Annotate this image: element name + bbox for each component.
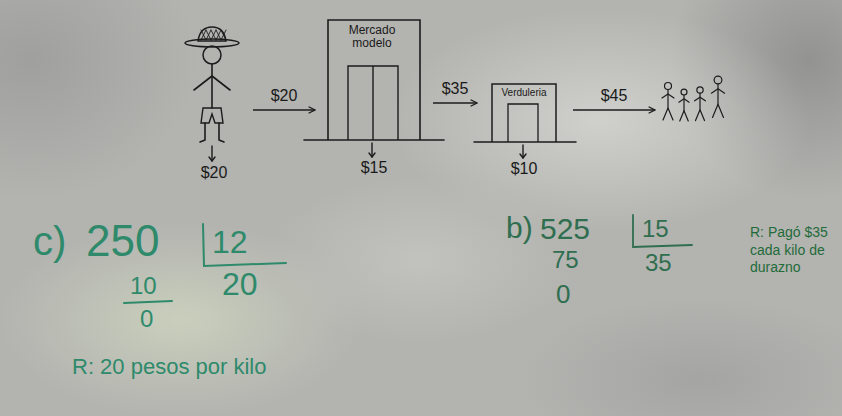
stroke-line: [683, 95, 684, 111]
stroke-line: [696, 110, 705, 121]
money-amount: $10: [498, 160, 550, 178]
stroke-line: [522, 145, 523, 158]
stroke-line: [680, 111, 689, 121]
remainder: 0: [140, 306, 153, 331]
stroke-line: [474, 141, 576, 143]
stroke-line: [201, 30, 206, 40]
building-outline: [328, 20, 420, 140]
stroke-line: [221, 30, 226, 40]
money-arrow: [433, 102, 477, 104]
item-letter: b): [506, 212, 533, 244]
stroke-line: [206, 30, 211, 40]
quotient: 20: [222, 268, 258, 302]
edge-amount: $45: [601, 88, 628, 104]
stick-figure: $20: [178, 22, 250, 197]
division-bracket: [633, 215, 692, 247]
stroke-line: [201, 30, 206, 40]
head: [697, 87, 703, 93]
stroke-line: [679, 99, 689, 102]
hat-crown: [198, 27, 226, 41]
building-name: Mercado modelo: [332, 24, 412, 50]
market-building: Mercado modelo $15: [318, 18, 430, 180]
stroke-line: [717, 84, 718, 104]
stroke-line: [699, 93, 700, 110]
subtraction-line: [124, 301, 172, 303]
building-outline: [492, 84, 556, 142]
stroke-line: [200, 123, 205, 142]
divisor: 15: [642, 216, 669, 241]
head: [681, 89, 687, 95]
money-arrow: [573, 109, 655, 111]
stroke-line: [695, 97, 706, 101]
stroke-line: [211, 146, 212, 161]
stroke-line: [194, 76, 230, 90]
remainder-step: 10: [130, 273, 157, 298]
stroke-line: [209, 157, 215, 161]
answer-note: R: Pagó $35 cada kilo de durazno: [750, 224, 836, 277]
shorts: [201, 108, 223, 123]
head: [665, 83, 672, 90]
node-outline: [658, 70, 738, 140]
stroke-line: [216, 30, 221, 40]
stroke-line: [304, 139, 444, 141]
stroke-line: [371, 143, 372, 157]
stroke-line: [667, 90, 668, 109]
stroke-line: [211, 30, 216, 40]
stroke-line: [711, 89, 724, 93]
stroke-line: [663, 108, 673, 120]
door: [348, 66, 398, 140]
remainder-step: 75: [552, 247, 579, 272]
money-amount: $20: [186, 164, 242, 182]
stroke-line: [211, 30, 216, 40]
quotient: 35: [645, 250, 672, 275]
door: [508, 104, 538, 142]
stroke-line: [520, 154, 526, 158]
edge-amount: $35: [442, 81, 469, 97]
head: [714, 76, 722, 84]
edge-amount: $20: [271, 88, 298, 104]
greengrocer-building: Verduleria $10: [480, 80, 570, 180]
answer-note: R: 20 pesos por kilo: [72, 355, 266, 378]
dividend: 525: [540, 213, 590, 245]
stroke-line: [206, 30, 211, 40]
stroke-line: [662, 94, 674, 98]
remainder: 0: [556, 281, 570, 308]
building-name: Verduleria: [493, 87, 555, 98]
division-bracket: [203, 224, 286, 266]
money-arrow: [253, 109, 315, 111]
stroke-line: [219, 123, 224, 142]
stroke-line: [221, 30, 226, 40]
stroke-line: [211, 64, 213, 108]
dividend: 250: [86, 218, 159, 264]
stroke-line: [713, 104, 724, 117]
people-group: [658, 70, 738, 140]
divisor: 12: [212, 226, 248, 260]
stroke-line: [216, 30, 221, 40]
item-letter: c): [33, 220, 66, 262]
money-amount: $15: [348, 159, 400, 177]
stroke-line: [369, 153, 375, 157]
head: [203, 46, 221, 64]
